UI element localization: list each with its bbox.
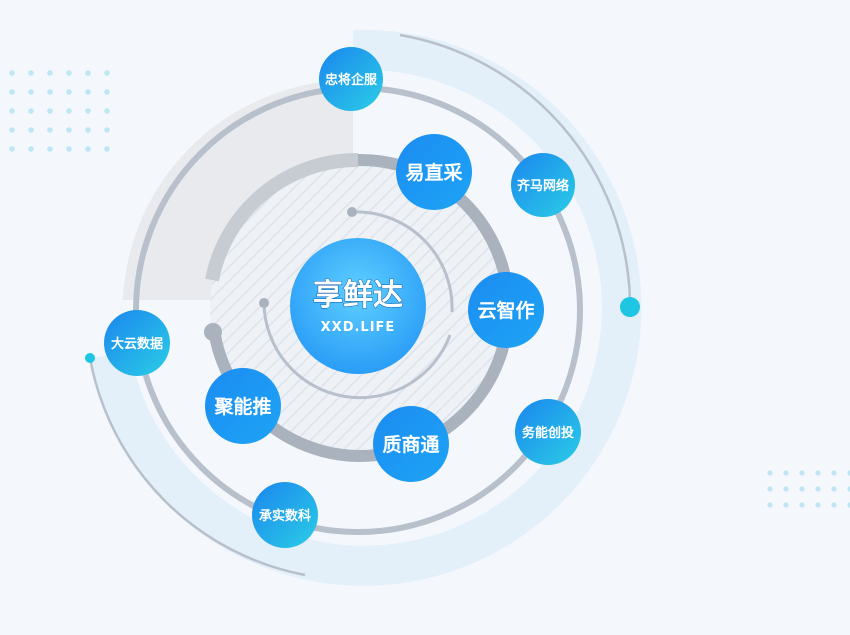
inner-ring-end-dot xyxy=(204,323,222,341)
decor-dot xyxy=(66,108,72,114)
decor-dot xyxy=(85,70,91,76)
decor-dot xyxy=(9,146,15,152)
decor-dot xyxy=(104,127,110,133)
decor-dot xyxy=(85,108,91,114)
outer-node-label: 务能创投 xyxy=(522,425,574,441)
decor-dot xyxy=(9,108,15,114)
decor-dot xyxy=(9,70,15,76)
outer-node-label: 承实数科 xyxy=(259,508,311,524)
decor-dot xyxy=(815,486,821,492)
decor-dot xyxy=(799,486,805,492)
inner-node-yunzhizuo[interactable]: 云智作 xyxy=(468,272,544,348)
decor-dot xyxy=(28,127,34,133)
decor-dot xyxy=(847,486,850,492)
decor-dot xyxy=(104,89,110,95)
decor-dot xyxy=(28,70,34,76)
decor-dot xyxy=(799,502,805,508)
decor-dot xyxy=(104,108,110,114)
decor-dot xyxy=(47,70,53,76)
decor-dot xyxy=(47,146,53,152)
decor-dot xyxy=(28,89,34,95)
orbit-thin-2-dot xyxy=(259,298,269,308)
outer-node-qimawangluo[interactable]: 齐马网络 xyxy=(511,153,575,217)
decor-dot xyxy=(767,470,773,476)
dot-grid-left xyxy=(9,70,110,152)
accent-dot-left xyxy=(85,353,95,363)
outer-node-label: 大云数据 xyxy=(111,336,163,352)
center-subtitle: XXD.LIFE xyxy=(321,320,396,335)
decor-dot xyxy=(47,108,53,114)
inner-node-yizhicai[interactable]: 易直采 xyxy=(396,134,472,210)
decor-dot xyxy=(815,470,821,476)
decor-dot xyxy=(85,127,91,133)
inner-node-zhishangtong[interactable]: 质商通 xyxy=(373,406,449,482)
inner-node-label: 质商通 xyxy=(382,433,440,456)
inner-ring-arc-gray xyxy=(205,152,359,282)
decor-dot xyxy=(783,486,789,492)
dot-grid-right xyxy=(767,470,850,508)
inner-node-label: 易直采 xyxy=(405,161,462,184)
outer-node-chengshishuke[interactable]: 承实数科 xyxy=(252,482,318,548)
decor-dot xyxy=(831,502,837,508)
decor-dot xyxy=(831,470,837,476)
decor-dot xyxy=(767,502,773,508)
decor-dot xyxy=(85,146,91,152)
decor-dot xyxy=(28,146,34,152)
decor-dot xyxy=(66,127,72,133)
decor-dot xyxy=(799,470,805,476)
accent-dot-right xyxy=(620,297,640,317)
decor-dot xyxy=(783,502,789,508)
decor-dot xyxy=(66,146,72,152)
decor-dot xyxy=(767,486,773,492)
outer-node-label: 忠将企服 xyxy=(325,72,378,88)
outer-node-wunengchuangtou[interactable]: 务能创投 xyxy=(515,399,581,465)
decor-dot xyxy=(104,146,110,152)
center-title: 享鲜达 xyxy=(313,278,403,313)
decor-dot xyxy=(66,70,72,76)
outer-node-label: 齐马网络 xyxy=(517,178,569,194)
decor-dot xyxy=(783,470,789,476)
decor-dot xyxy=(47,127,53,133)
decor-dot xyxy=(831,486,837,492)
orbit-thin-1 xyxy=(351,210,454,313)
decor-dot xyxy=(9,127,15,133)
orbit-thin-2 xyxy=(262,302,452,400)
outer-node-dayunshuju[interactable]: 大云数据 xyxy=(104,310,170,376)
decor-dot xyxy=(815,502,821,508)
decor-dot xyxy=(28,108,34,114)
decor-dot xyxy=(847,470,850,476)
decor-dot xyxy=(85,89,91,95)
decor-dot xyxy=(66,89,72,95)
center-node[interactable]: 享鲜达 XXD.LIFE xyxy=(290,238,426,374)
inner-node-label: 聚能推 xyxy=(213,395,271,418)
decor-dot xyxy=(104,70,110,76)
decor-dot xyxy=(847,502,850,508)
decor-dot xyxy=(9,89,15,95)
outer-right-arc xyxy=(399,33,632,301)
outer-thin-arc xyxy=(88,357,306,577)
outer-node-zhongjiangqifu[interactable]: 忠将企服 xyxy=(319,47,383,111)
inner-node-label: 云智作 xyxy=(477,299,534,322)
decor-dot xyxy=(47,89,53,95)
inner-node-junengtui[interactable]: 聚能推 xyxy=(205,368,281,444)
orbit-thin-1-dot xyxy=(347,207,357,217)
